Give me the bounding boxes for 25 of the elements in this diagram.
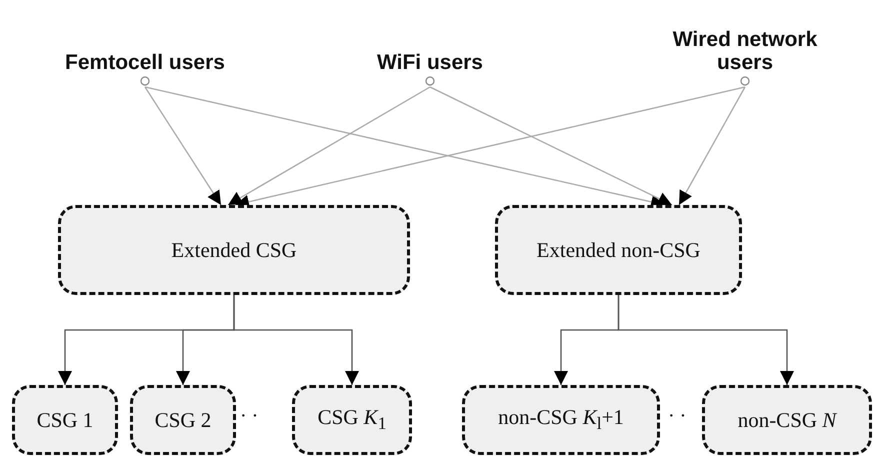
arrow — [228, 86, 430, 206]
ellipsis-dots: · · — [240, 405, 258, 428]
tree-arrow — [233, 295, 359, 385]
group-label: CSG 2 — [154, 408, 212, 432]
arrow — [144, 86, 222, 206]
dashed-rounded-box — [292, 385, 412, 455]
dashed-rounded-box — [702, 385, 872, 455]
user-group-label: WiFi users — [376, 50, 483, 74]
dashed-rounded-box — [58, 205, 410, 295]
group-label: CSG 1 — [36, 408, 94, 432]
group-label: Extended non-CSG — [536, 238, 700, 262]
group-label: non-CSG N — [738, 408, 836, 432]
group-label: non-CSG K$_{l}$+1 — [498, 405, 624, 435]
dashed-rounded-box — [495, 205, 742, 295]
tree-arrow — [618, 295, 794, 385]
arrow — [678, 86, 746, 206]
ellipsis-dots: · · — [668, 405, 686, 428]
dashed-rounded-box — [130, 385, 236, 455]
group-label: CSG K$_{1}$ — [318, 405, 386, 435]
group-label: Extended CSG — [171, 238, 297, 262]
arrow — [430, 86, 672, 206]
dashed-rounded-box — [12, 385, 118, 455]
user-group-label: Femtocell users — [65, 50, 225, 74]
dashed-rounded-box — [462, 385, 660, 455]
user-group-label: Wired network users — [672, 28, 818, 74]
